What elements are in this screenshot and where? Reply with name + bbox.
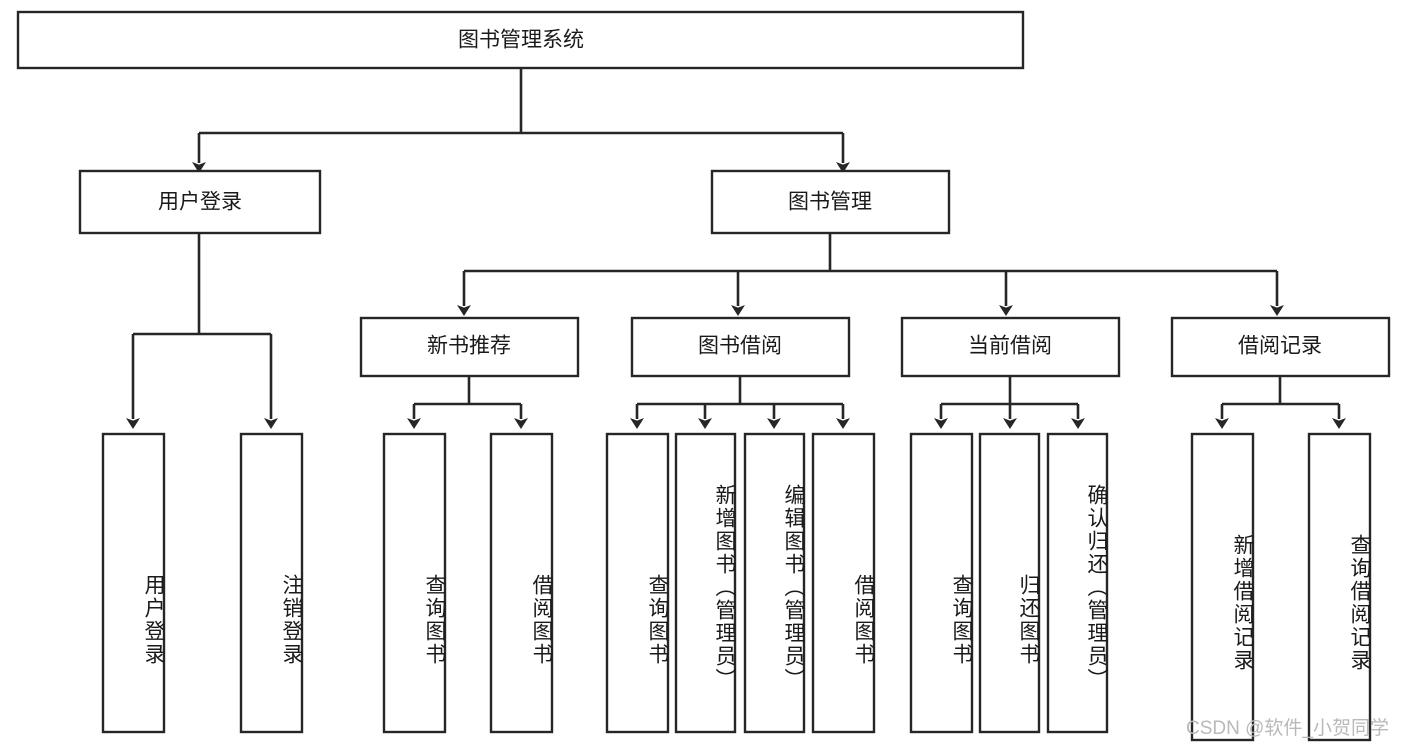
node-book-borrow-label: 图书借阅 xyxy=(698,335,782,358)
node-new-book-recommend-box[interactable] xyxy=(359,316,580,378)
leaf-boxes xyxy=(101,432,1372,742)
leaf-box-return-book[interactable] xyxy=(978,432,1041,734)
leaf-box-query-book-3[interactable] xyxy=(909,432,974,734)
leaf-box-confirm-return[interactable] xyxy=(1046,432,1109,734)
leaf-box-query-book-2[interactable] xyxy=(605,432,670,734)
node-user-login-label: 用户登录 xyxy=(158,191,242,214)
leaf-box-add-borrow-record[interactable] xyxy=(1190,432,1255,742)
node-borrow-record-label: 借阅记录 xyxy=(1238,335,1322,358)
node-user-login[interactable]: 用户登录 xyxy=(78,169,322,235)
leaf-box-borrow-book-2[interactable] xyxy=(811,432,876,734)
node-root[interactable]: 图书管理系统 xyxy=(16,10,1025,70)
node-book-borrow-box[interactable] xyxy=(630,316,851,378)
node-current-borrow-label: 当前借阅 xyxy=(968,335,1052,358)
leaf-box-user-login[interactable] xyxy=(101,432,166,734)
leaf-box-add-book[interactable] xyxy=(674,432,737,734)
node-book-management-box[interactable] xyxy=(710,169,951,235)
leaf-box-borrow-book-1[interactable] xyxy=(489,432,554,734)
node-current-borrow-box[interactable] xyxy=(900,316,1121,378)
leaf-box-edit-book[interactable] xyxy=(743,432,806,734)
node-book-management[interactable]: 图书管理 xyxy=(710,169,951,235)
leaf-box-query-borrow-record[interactable] xyxy=(1307,432,1372,742)
node-new-book-recommend[interactable]: 新书推荐 xyxy=(359,316,580,378)
node-root-box[interactable] xyxy=(16,10,1025,70)
node-root-label: 图书管理系统 xyxy=(458,29,584,52)
node-current-borrow[interactable]: 当前借阅 xyxy=(900,316,1121,378)
edge-layer xyxy=(126,68,1346,429)
leaf-box-query-book-1[interactable] xyxy=(382,432,447,734)
node-borrow-record-box[interactable] xyxy=(1170,316,1391,378)
node-borrow-record[interactable]: 借阅记录 xyxy=(1170,316,1391,378)
node-book-management-label: 图书管理 xyxy=(788,191,872,214)
node-new-book-recommend-label: 新书推荐 xyxy=(427,335,511,358)
leaf-box-logout[interactable] xyxy=(239,432,304,734)
node-book-borrow[interactable]: 图书借阅 xyxy=(630,316,851,378)
node-user-login-box[interactable] xyxy=(78,169,322,235)
watermark-text: CSDN @软件_小贺同学 xyxy=(1186,718,1389,739)
